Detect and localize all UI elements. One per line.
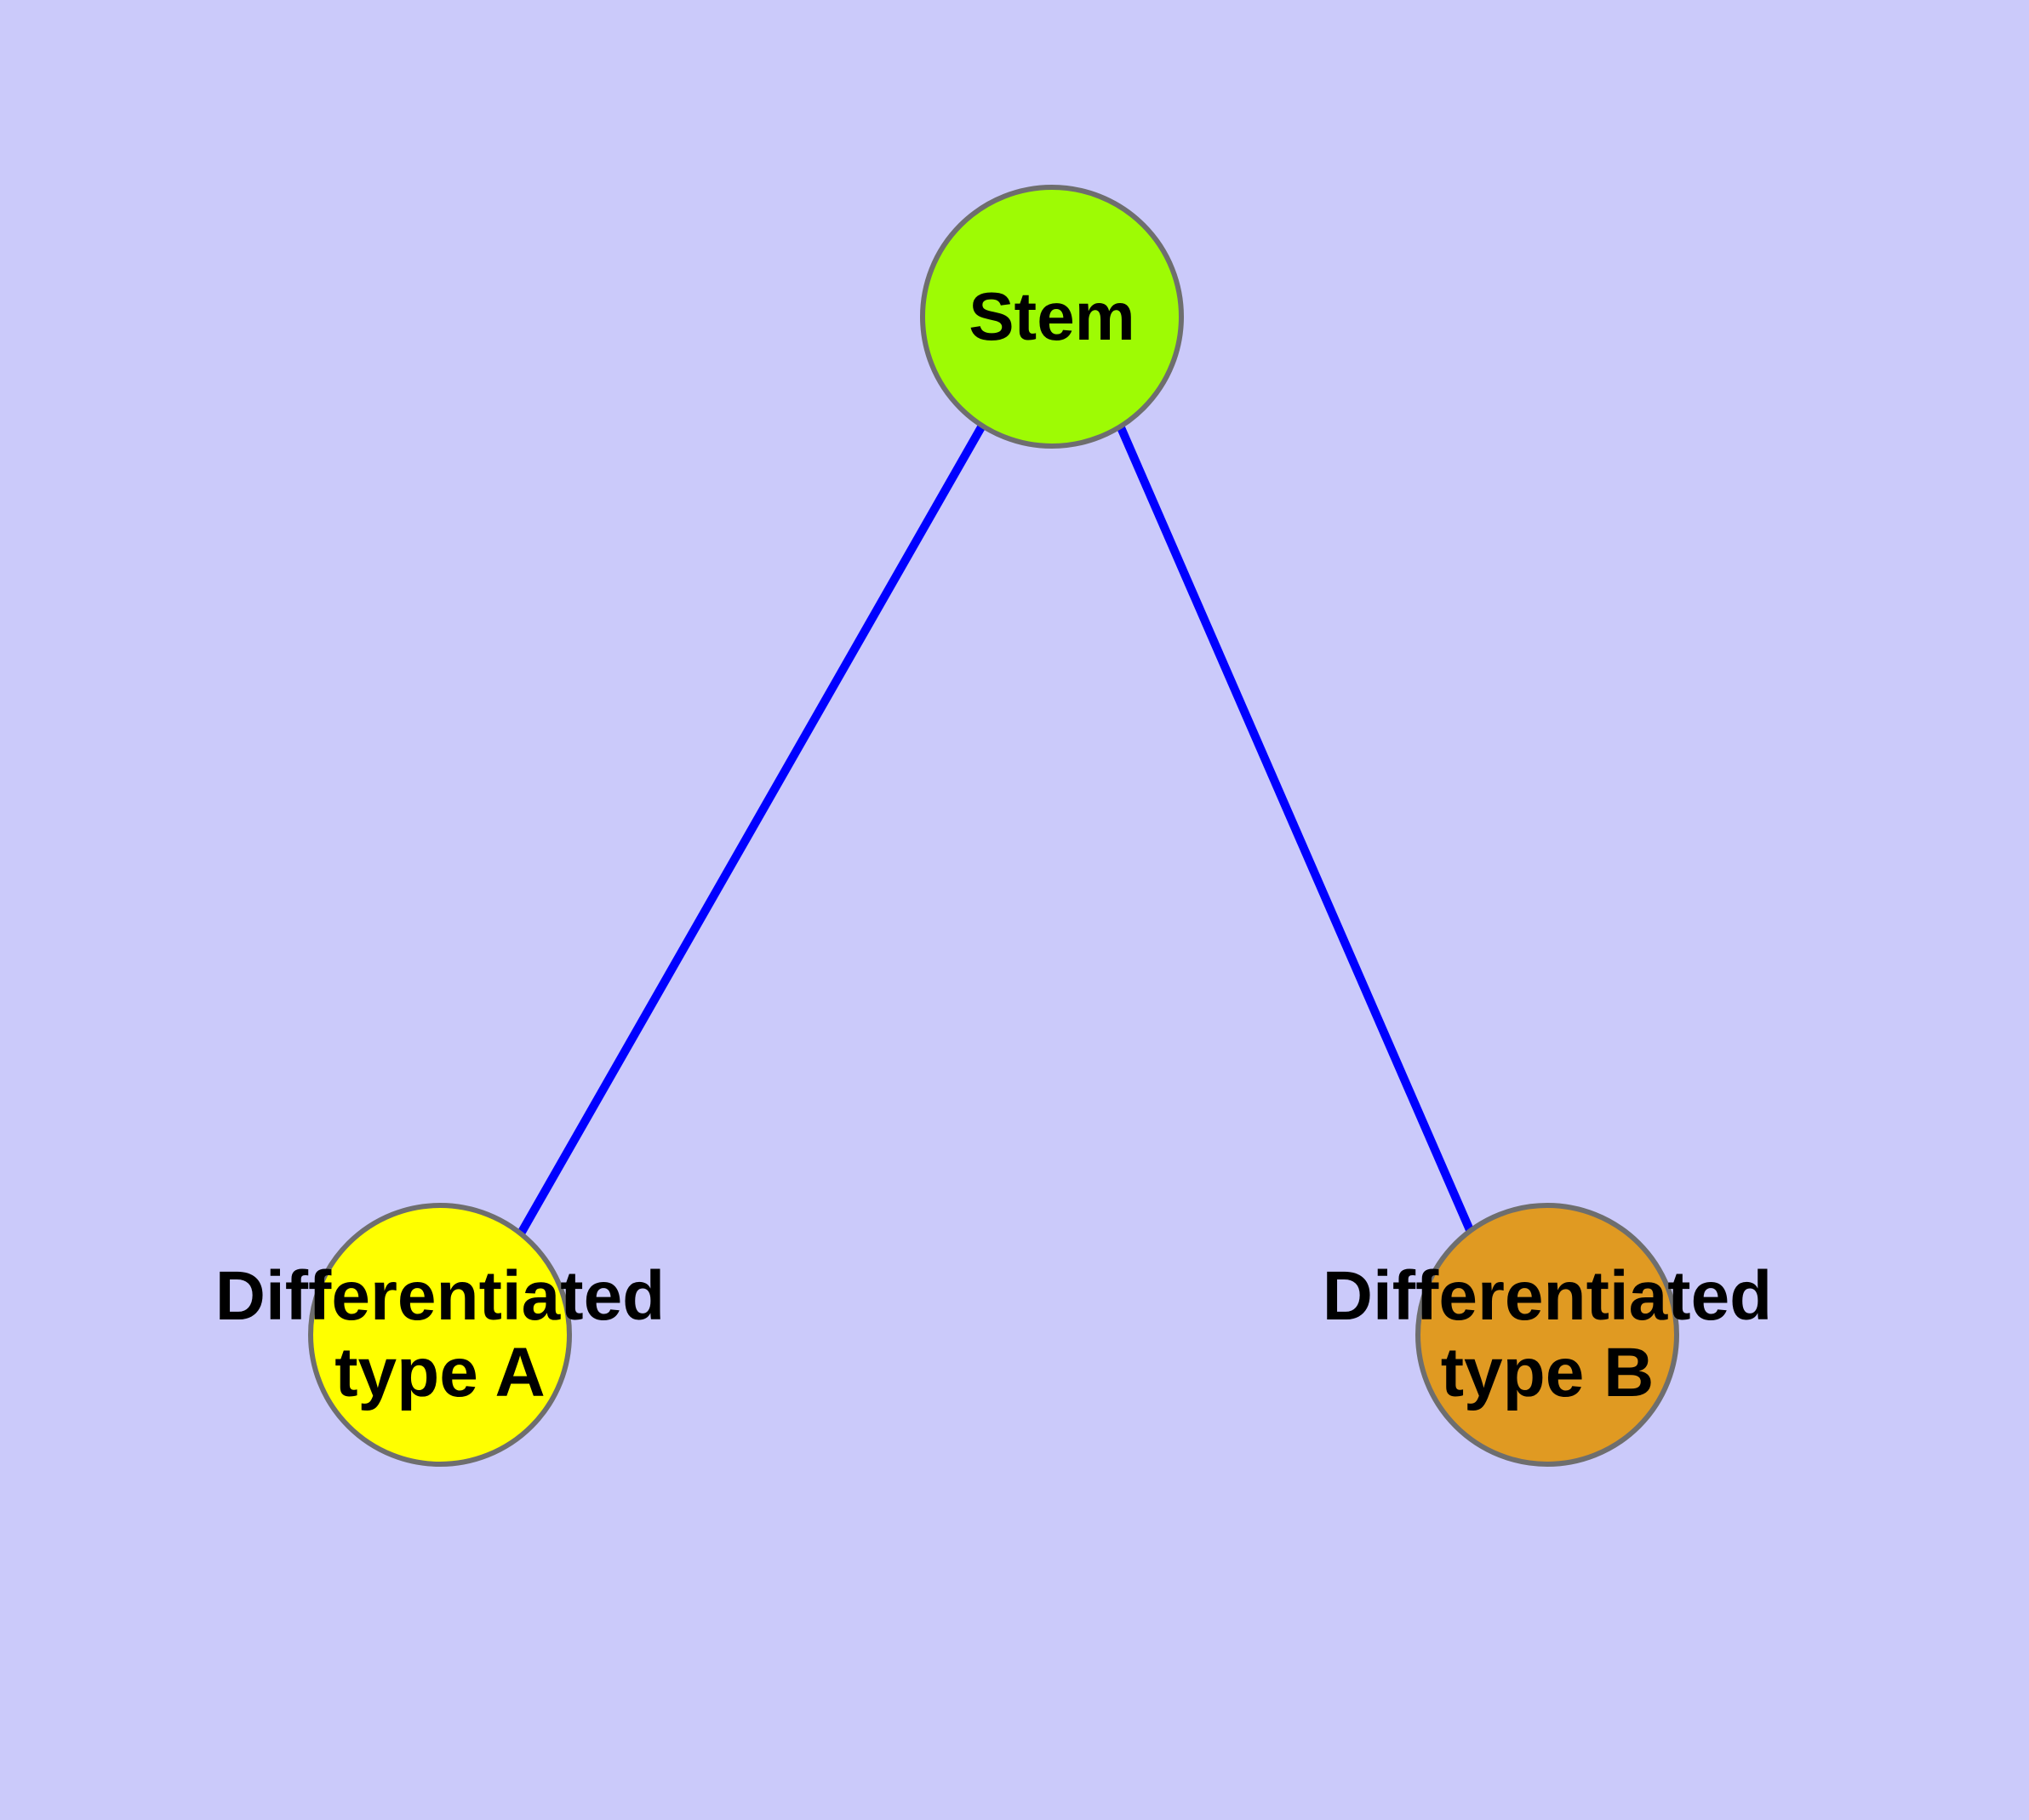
- edge-layer: [517, 423, 1474, 1236]
- edge-stem-to-diff-b[interactable]: [1116, 424, 1474, 1232]
- node-diff-a[interactable]: [308, 1203, 572, 1467]
- node-layer: [308, 185, 1679, 1467]
- node-stem[interactable]: [920, 185, 1184, 449]
- node-diff-b[interactable]: [1415, 1203, 1679, 1467]
- edge-stem-to-diff-a[interactable]: [517, 423, 986, 1236]
